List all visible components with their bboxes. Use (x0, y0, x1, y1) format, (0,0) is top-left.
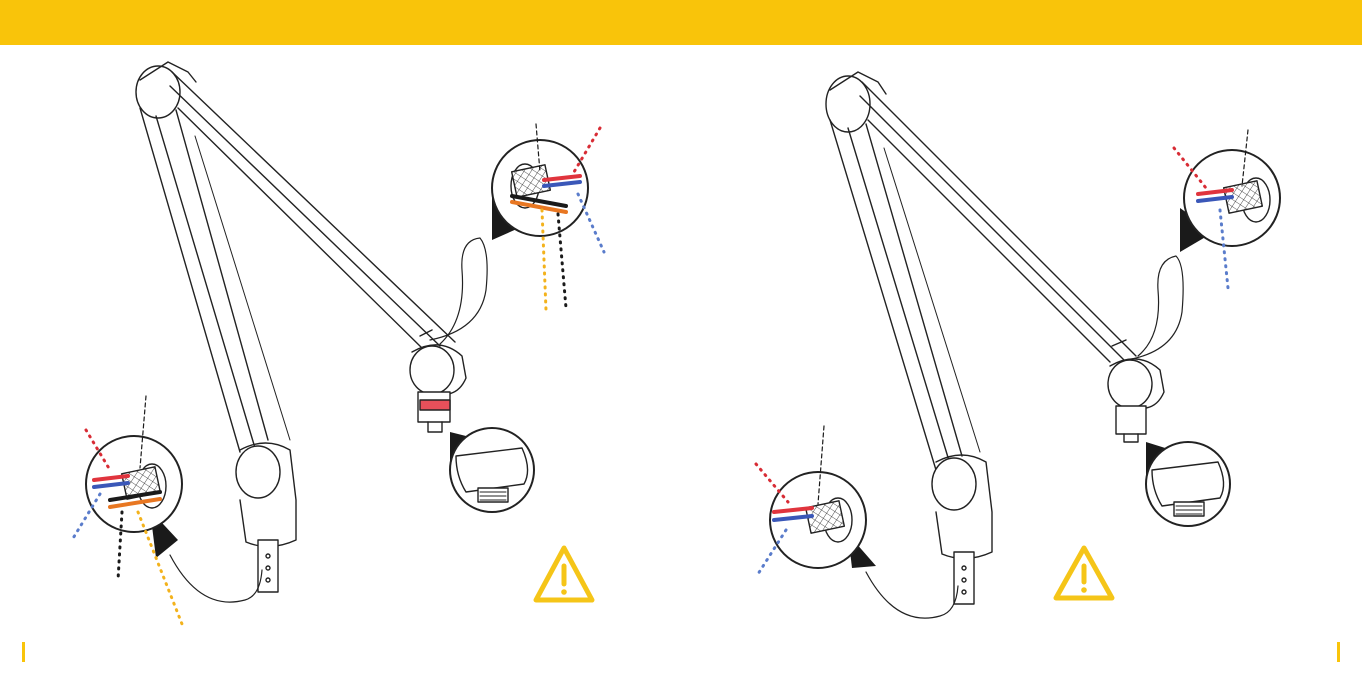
warning-triangle-icon (536, 548, 592, 600)
thread-zoom-left (450, 428, 534, 512)
warning-triangle-icon (1056, 548, 1112, 598)
connector-zoom-bottom-right (770, 472, 876, 568)
boom-arm-right (826, 72, 1183, 618)
boom-arm-left (136, 62, 487, 602)
connector-zoom-top-left (492, 140, 588, 240)
left-panel (72, 62, 604, 624)
connector-zoom-top-right (1180, 150, 1280, 252)
thread-zoom-right (1146, 442, 1230, 526)
right-panel (756, 72, 1280, 618)
led-ring (420, 400, 450, 410)
